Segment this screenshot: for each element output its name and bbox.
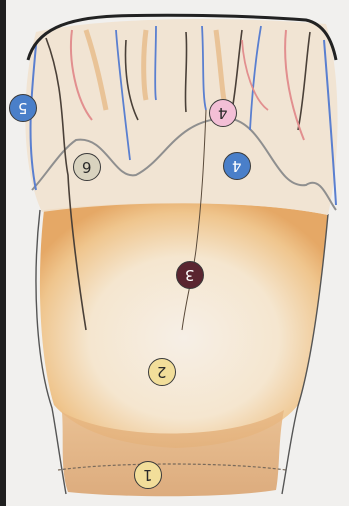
marker-1-label: 1 <box>143 466 153 484</box>
illustration-frame: 1 2 3 4 4 5 6 <box>6 0 349 506</box>
marker-4-blue-label: 4 <box>232 157 242 175</box>
marker-3[interactable]: 3 <box>176 261 204 289</box>
marker-3-label: 3 <box>185 266 195 284</box>
marker-2[interactable]: 2 <box>148 358 176 386</box>
marker-6[interactable]: 6 <box>73 153 101 181</box>
marker-6-label: 6 <box>82 158 92 176</box>
dentin-body <box>40 203 328 448</box>
marker-4-pink[interactable]: 4 <box>209 99 237 127</box>
crown-top <box>25 19 337 215</box>
marker-1[interactable]: 1 <box>134 461 162 489</box>
marker-5[interactable]: 5 <box>9 94 37 122</box>
marker-4-pink-label: 4 <box>218 104 228 122</box>
marker-5-label: 5 <box>18 99 28 117</box>
marker-2-label: 2 <box>157 363 167 381</box>
tooth-drawing <box>6 0 349 506</box>
blue-canal-b <box>155 26 156 100</box>
marker-4-blue[interactable]: 4 <box>223 152 251 180</box>
